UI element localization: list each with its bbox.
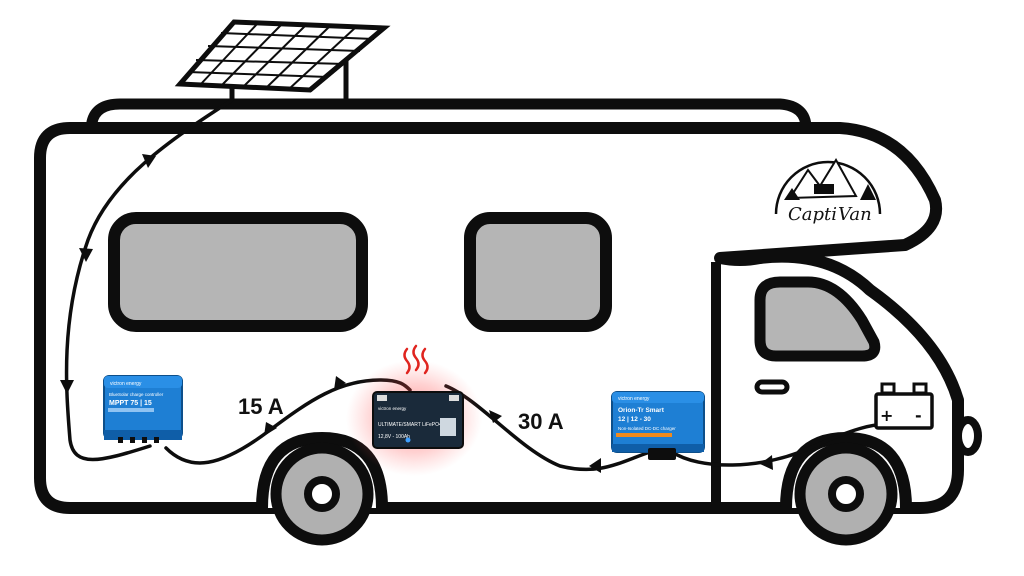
dcdc-line3: Non-Isolated DC-DC charger bbox=[618, 426, 676, 431]
starter-battery-icon: + - bbox=[874, 382, 934, 430]
logo-text-right: Van bbox=[838, 204, 872, 225]
heat-waves-icon bbox=[403, 344, 429, 375]
arrow-icon bbox=[589, 458, 601, 473]
current-arrows bbox=[60, 154, 773, 473]
battery-line2: 12,8V - 100Ah bbox=[378, 434, 410, 440]
dcdc-line1: Orion-Tr Smart bbox=[618, 407, 665, 414]
arrow-icon bbox=[760, 455, 773, 470]
cab-window bbox=[754, 276, 881, 362]
logo-text-left: Capti bbox=[788, 204, 837, 225]
controller-line1: BlueSolar charge controller bbox=[109, 392, 164, 397]
window-left bbox=[108, 212, 368, 332]
roof-rail bbox=[86, 98, 812, 134]
arrow-icon bbox=[79, 248, 93, 262]
battery-brand: victron energy bbox=[378, 406, 407, 411]
captivan-logo: Capti Van bbox=[774, 158, 882, 225]
headlight bbox=[954, 416, 982, 456]
door-handle bbox=[754, 379, 790, 395]
battery-line1: ULTIMATE/SMART LiFePO4 bbox=[378, 422, 442, 428]
solar-panel bbox=[174, 19, 391, 100]
window-right bbox=[464, 212, 612, 332]
arrow-icon bbox=[489, 410, 502, 423]
wire-dcdc-to-starter bbox=[670, 422, 894, 467]
dcdc-charger: victron energy Orion-Tr Smart 12 | 12 - … bbox=[611, 391, 705, 460]
current-label-solar: 15 A bbox=[238, 394, 284, 419]
starter-plus: + bbox=[880, 406, 893, 425]
arrow-icon bbox=[334, 376, 346, 390]
dcdc-line2: 12 | 12 - 30 bbox=[618, 416, 651, 423]
lithium-battery: victron energy ULTIMATE/SMART LiFePO4 12… bbox=[372, 391, 464, 449]
wheel-front bbox=[780, 431, 912, 546]
wheel-rear bbox=[256, 431, 388, 546]
arrow-icon bbox=[264, 422, 277, 436]
dcdc-brand: victron energy bbox=[618, 396, 650, 402]
current-label-dcdc: 30 A bbox=[518, 409, 564, 434]
starter-minus: - bbox=[915, 406, 922, 425]
controller-brand: victron energy bbox=[110, 381, 142, 387]
arrow-icon bbox=[142, 154, 156, 168]
solar-charge-controller: victron energy BlueSolar charge controll… bbox=[103, 375, 183, 443]
arrow-icon bbox=[60, 380, 74, 394]
controller-model: MPPT 75 | 15 bbox=[109, 400, 152, 407]
